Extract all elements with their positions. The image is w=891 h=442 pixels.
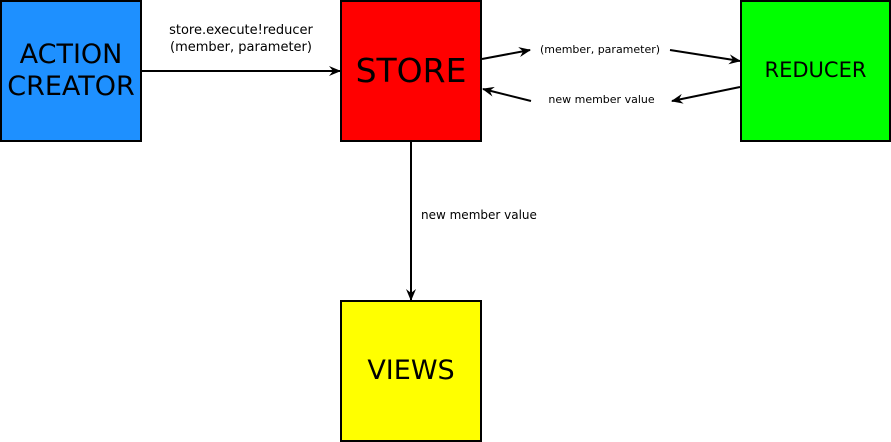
action-to-store-label: store.execute!reducer (member, parameter… xyxy=(150,23,332,57)
arrow-reducer-to-store-b xyxy=(482,86,532,102)
reducer-label: REDUCER xyxy=(764,58,867,83)
views-label: VIEWS xyxy=(367,354,455,386)
views-box: VIEWS xyxy=(340,300,482,442)
arrow-store-to-reducer-a xyxy=(481,47,531,60)
store-to-views-label: new member value xyxy=(421,208,537,222)
arrow-store-to-reducer-b xyxy=(669,49,741,65)
store-box: STORE xyxy=(340,0,482,142)
action-creator-label-line2: CREATOR xyxy=(7,71,135,102)
action-to-store-label-line1: store.execute!reducer xyxy=(169,23,313,38)
action-creator-label-line1: ACTION xyxy=(19,38,123,70)
store-to-reducer-label: (member, parameter) xyxy=(539,43,661,56)
arrow-reducer-to-store-a xyxy=(671,86,741,104)
action-creator-box: ACTION CREATOR xyxy=(0,0,142,142)
action-to-store-label-line2: (member, parameter) xyxy=(170,39,312,55)
reducer-to-store-label: new member value xyxy=(548,93,655,106)
store-label: STORE xyxy=(355,51,467,91)
reducer-box: REDUCER xyxy=(740,0,891,142)
